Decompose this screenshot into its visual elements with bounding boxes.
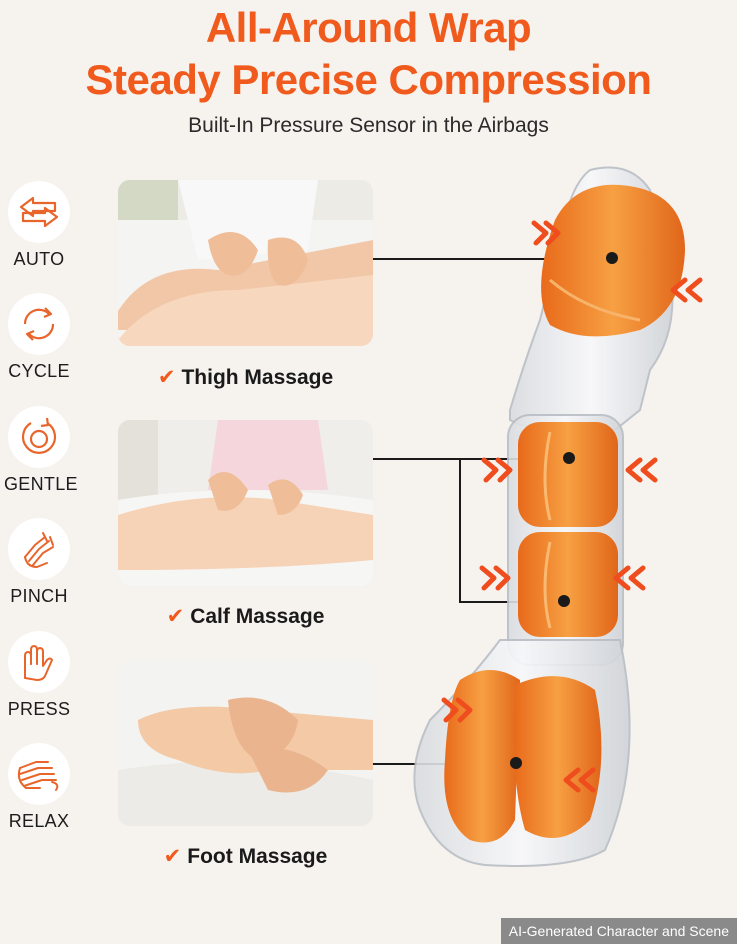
press-hand-icon	[8, 631, 70, 693]
mode-relax: RELAX	[4, 743, 74, 832]
leg-massager-device	[413, 166, 703, 867]
thigh-massage-caption: ✔Thigh Massage	[118, 365, 373, 390]
headline-line-2: Steady Precise Compression	[85, 56, 652, 103]
caption-text: Calf Massage	[190, 605, 325, 628]
mode-label: CYCLE	[8, 361, 70, 381]
pinch-hand-icon	[8, 518, 70, 580]
ai-generated-watermark: AI-Generated Character and Scene	[500, 918, 737, 944]
relax-hands-icon	[8, 743, 70, 805]
foot-massage-caption: ✔Foot Massage	[118, 844, 373, 869]
mode-label: AUTO	[13, 249, 65, 269]
calf-connector-line	[373, 458, 569, 460]
check-icon: ✔	[157, 366, 176, 389]
gentle-icon	[8, 406, 70, 468]
mode-label: GENTLE	[4, 474, 78, 494]
mode-auto: AUTO	[4, 181, 74, 270]
mode-pinch: PINCH	[4, 518, 74, 607]
mode-label: RELAX	[8, 811, 70, 831]
cycle-icon	[8, 293, 70, 355]
check-icon: ✔	[166, 605, 185, 628]
mode-label: PINCH	[10, 586, 68, 606]
caption-text: Foot Massage	[187, 845, 328, 868]
mode-press: PRESS	[4, 631, 74, 720]
subtitle: Built-In Pressure Sensor in the Airbags	[188, 114, 549, 137]
mode-cycle: CYCLE	[4, 293, 74, 382]
mode-label: PRESS	[7, 699, 71, 719]
thigh-massage-photo	[118, 180, 373, 346]
auto-arrows-icon	[8, 181, 70, 243]
calf-connector-vertical	[459, 458, 461, 601]
calf-massage-photo	[118, 420, 373, 586]
mode-gentle: GENTLE	[4, 406, 78, 495]
headline-line-1: All-Around Wrap	[205, 4, 532, 51]
thigh-connector-line	[373, 258, 613, 260]
check-icon: ✔	[163, 845, 182, 868]
caption-text: Thigh Massage	[181, 366, 334, 389]
calf-massage-caption: ✔Calf Massage	[118, 604, 373, 629]
foot-massage-photo	[118, 660, 373, 826]
